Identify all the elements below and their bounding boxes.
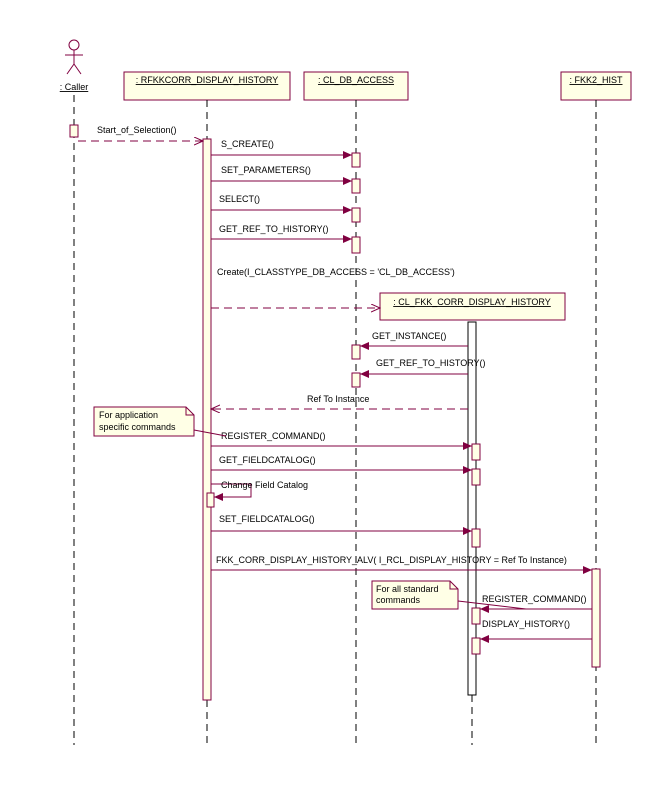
note-line-2: commands <box>376 595 421 605</box>
message-fkk-corr-display-history-alv: FKK_CORR_DISPLAY_HISTORY_ALV( I_RCL_DISP… <box>211 555 592 574</box>
message-ref-to-instance: Ref To Instance <box>211 394 468 409</box>
display-history-activation <box>467 321 477 696</box>
message-get-instance: GET_INSTANCE() <box>360 331 468 350</box>
db-activation-get-ref <box>351 236 361 254</box>
message-label: Create(I_CLASSTYPE_DB_ACCESS = 'CL_DB_AC… <box>217 267 455 277</box>
message-label: GET_REF_TO_HISTORY() <box>376 358 486 368</box>
note-anchor <box>193 429 227 437</box>
message-register-command-2: REGISTER_COMMAND() <box>480 594 592 613</box>
actor-head <box>68 39 80 51</box>
object-display-history[interactable]: : CL_FKK_CORR_DISPLAY_HISTORY <box>379 292 566 321</box>
message-start-of-selection: Start_of_Selection() <box>78 125 203 141</box>
db-activation-select <box>351 207 361 223</box>
object-label: : CL_DB_ACCESS <box>318 75 394 85</box>
message-label: SET_FIELDCATALOG() <box>219 514 315 524</box>
object-label: : CL_FKK_CORR_DISPLAY_HISTORY <box>393 297 551 307</box>
db-activation-get-ref-2 <box>351 372 361 388</box>
message-label: S_CREATE() <box>221 139 274 149</box>
message-label: GET_INSTANCE() <box>372 331 446 341</box>
message-get-fieldcatalog: GET_FIELDCATALOG() <box>211 455 472 474</box>
object-box <box>303 71 409 101</box>
object-label: : FKK2_HIST <box>569 75 623 85</box>
db-activation-get-instance <box>351 344 361 360</box>
message-label: REGISTER_COMMAND() <box>482 594 587 604</box>
note-application-commands: For application specific commands <box>93 406 227 437</box>
hist-activation <box>591 568 601 668</box>
message-label: SET_PARAMETERS() <box>221 165 311 175</box>
message-set-parameters: SET_PARAMETERS() <box>211 165 352 185</box>
message-change-field-catalog: Change Field Catalog <box>211 480 308 501</box>
db-activation-s-create <box>351 152 361 168</box>
object-hist[interactable]: : FKK2_HIST <box>560 71 632 101</box>
object-label: : RFKKCORR_DISPLAY_HISTORY <box>136 75 279 85</box>
note-standard-commands: For all standard commands <box>371 580 527 610</box>
message-create: Create(I_CLASSTYPE_DB_ACCESS = 'CL_DB_AC… <box>211 267 455 308</box>
object-history-report[interactable]: : RFKKCORR_DISPLAY_HISTORY <box>123 71 291 101</box>
note-fold <box>185 407 194 416</box>
dh-activation-set-fieldcatalog <box>471 528 481 548</box>
caller-actor: : Caller <box>60 39 89 92</box>
actor-label: : Caller <box>60 82 89 92</box>
note-anchor <box>457 600 527 610</box>
history-report-activation <box>202 138 212 701</box>
db-activation-set-parameters <box>351 178 361 194</box>
actor-left-leg <box>66 63 75 75</box>
note-shape <box>371 580 459 610</box>
message-label: GET_REF_TO_HISTORY() <box>219 224 329 234</box>
actor-right-leg <box>73 63 82 75</box>
message-label: GET_FIELDCATALOG() <box>219 455 316 465</box>
object-box <box>379 292 566 321</box>
message-display-history: DISPLAY_HISTORY() <box>480 619 592 643</box>
message-label: REGISTER_COMMAND() <box>221 431 326 441</box>
message-register-command: REGISTER_COMMAND() <box>211 431 472 450</box>
dh-activation-register-command-2 <box>471 607 481 625</box>
note-fold <box>449 581 458 590</box>
message-label: Start_of_Selection() <box>97 125 177 135</box>
message-get-ref-to-history-2: GET_REF_TO_HISTORY() <box>360 358 486 378</box>
note-line-2: specific commands <box>99 422 176 432</box>
object-db-access[interactable]: : CL_DB_ACCESS <box>303 71 409 101</box>
message-set-fieldcatalog: SET_FIELDCATALOG() <box>211 514 472 535</box>
message-label: Ref To Instance <box>307 394 369 404</box>
dh-activation-get-fieldcatalog <box>471 468 481 486</box>
dh-activation-register-command <box>471 443 481 461</box>
self-call-activation <box>206 492 215 508</box>
message-s-create: S_CREATE() <box>211 139 352 159</box>
object-box <box>560 71 632 101</box>
message-label: Change Field Catalog <box>221 480 308 490</box>
note-shape <box>93 406 195 437</box>
object-box <box>123 71 291 101</box>
message-get-ref-to-history: GET_REF_TO_HISTORY() <box>211 224 352 243</box>
caller-activation <box>69 124 79 138</box>
note-line-1: For application <box>99 410 158 420</box>
message-label: FKK_CORR_DISPLAY_HISTORY_ALV( I_RCL_DISP… <box>216 555 567 565</box>
dh-activation-display-history <box>471 637 481 655</box>
message-label: DISPLAY_HISTORY() <box>482 619 570 629</box>
message-select: SELECT() <box>211 194 352 214</box>
message-label: SELECT() <box>219 194 260 204</box>
note-line-1: For all standard <box>376 584 439 594</box>
